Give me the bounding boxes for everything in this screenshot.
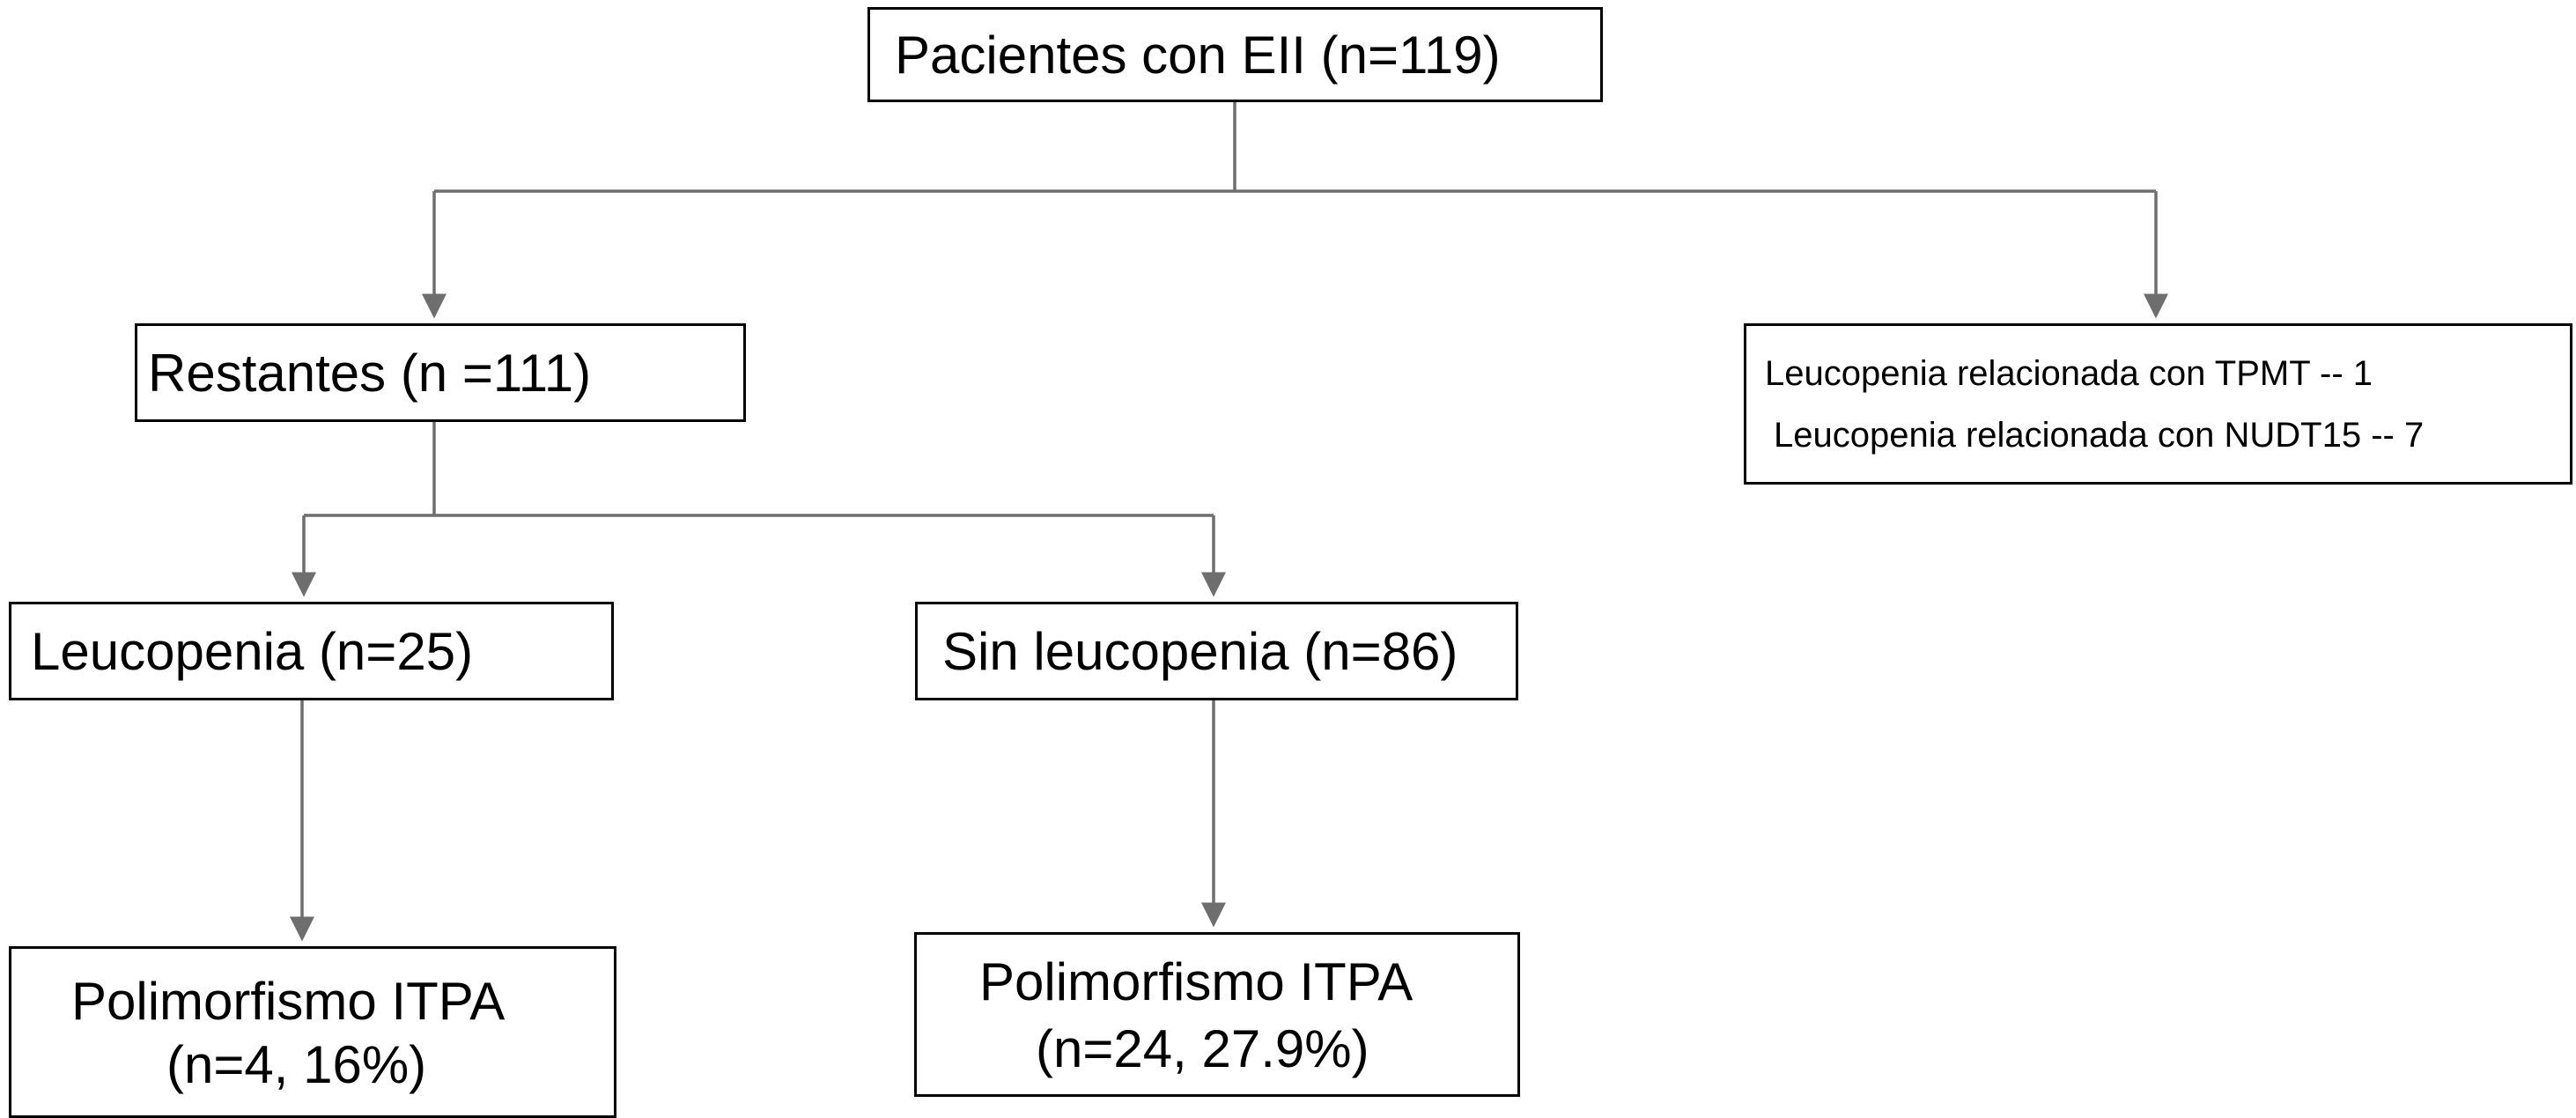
node-excluded-nudt15-label: Leucopenia relacionada con NUDT15 -- 7 bbox=[1774, 416, 2425, 455]
node-sin-leucopenia-label: Sin leucopenia (n=86) bbox=[942, 622, 1458, 681]
node-itpa-leucopenia: Polimorfismo ITPA (n=4, 16%) bbox=[9, 946, 616, 1118]
node-itpa-sin-leucopenia-count: (n=24, 27.9%) bbox=[1036, 1019, 1369, 1078]
node-itpa-sin-leucopenia-title: Polimorfismo ITPA bbox=[979, 952, 1413, 1011]
node-excluded-tpmt-label: Leucopenia relacionada con TPMT -- 1 bbox=[1765, 354, 2373, 393]
node-restantes: Restantes (n =111) bbox=[135, 323, 746, 422]
node-itpa-sin-leucopenia: Polimorfismo ITPA (n=24, 27.9%) bbox=[914, 932, 1520, 1097]
node-leucopenia: Leucopenia (n=25) bbox=[9, 602, 614, 700]
node-restantes-label: Restantes (n =111) bbox=[148, 344, 592, 403]
node-leucopenia-excluded: Leucopenia relacionada con TPMT -- 1 Leu… bbox=[1744, 323, 2572, 485]
node-sin-leucopenia: Sin leucopenia (n=86) bbox=[915, 602, 1518, 700]
node-leucopenia-label: Leucopenia (n=25) bbox=[31, 622, 474, 681]
node-pacientes-eii-label: Pacientes con EII (n=119) bbox=[895, 26, 1501, 85]
node-pacientes-eii: Pacientes con EII (n=119) bbox=[867, 7, 1603, 102]
node-itpa-leucopenia-count: (n=4, 16%) bbox=[166, 1035, 427, 1094]
node-itpa-leucopenia-title: Polimorfismo ITPA bbox=[71, 972, 506, 1031]
